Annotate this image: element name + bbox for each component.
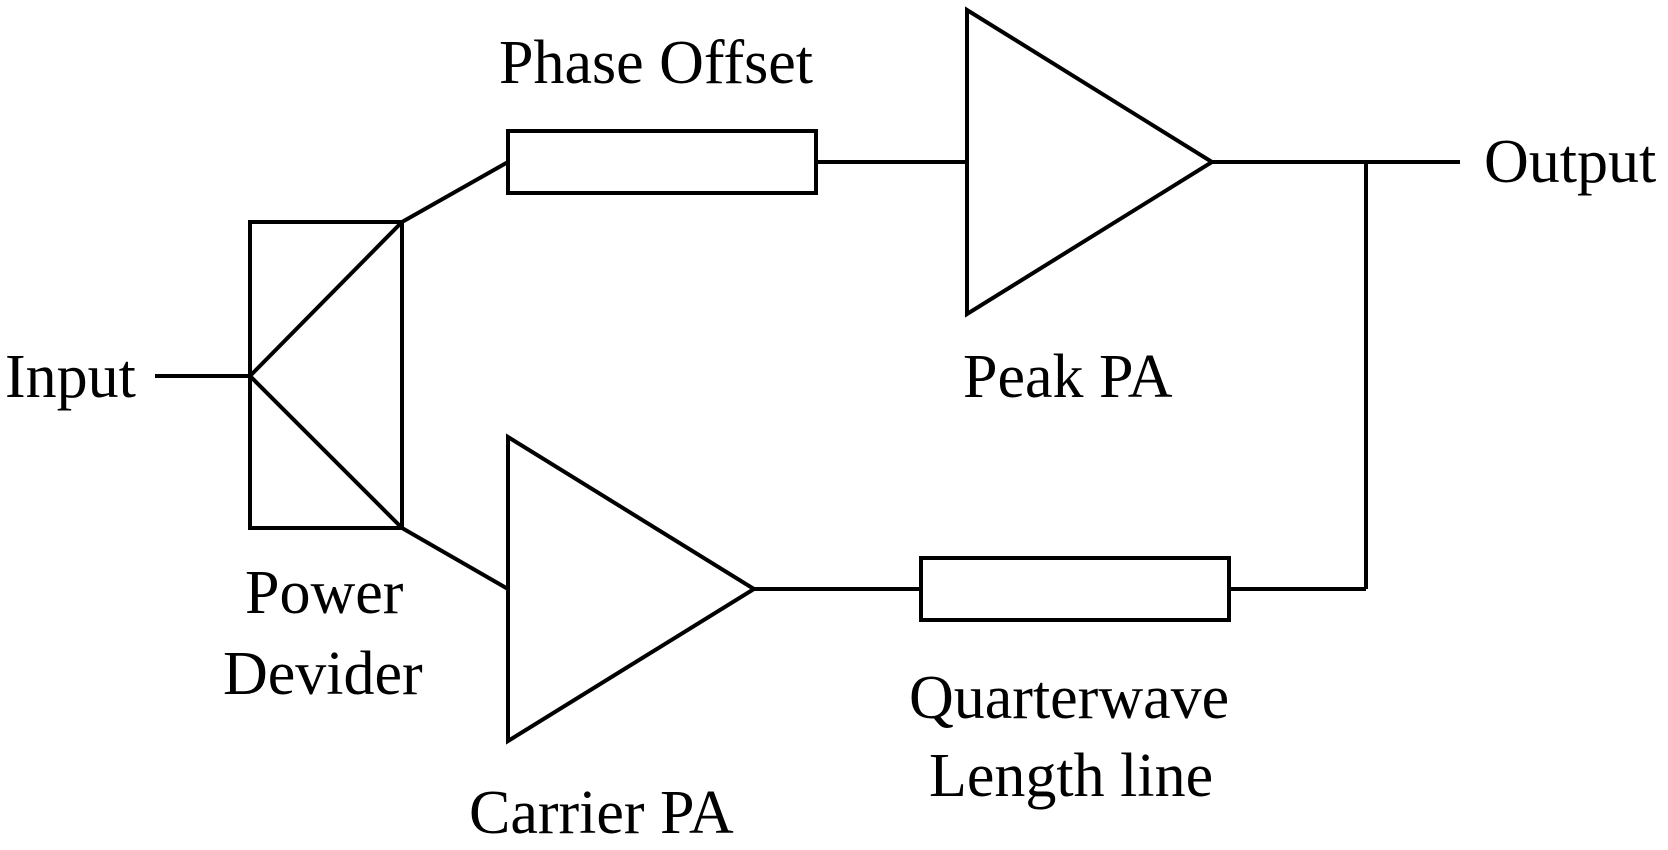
quarterwave-label-line2: Length line bbox=[929, 742, 1213, 810]
peak-pa-label: Peak PA bbox=[963, 343, 1173, 411]
upper-branch-wire bbox=[401, 160, 509, 224]
input-label: Input bbox=[5, 343, 136, 411]
output-label: Output bbox=[1484, 128, 1656, 196]
power-divider-upper-split bbox=[248, 220, 404, 378]
power-divider-label-line2: Devider bbox=[223, 640, 423, 708]
carrier-pa-amplifier bbox=[506, 433, 758, 745]
carrier-pa-label: Carrier PA bbox=[469, 779, 734, 847]
power-divider-box bbox=[248, 220, 404, 530]
quarterwave-length-line bbox=[919, 556, 1231, 622]
peak-pa-amplifier bbox=[965, 6, 1216, 318]
power-divider-lower-split bbox=[248, 374, 404, 530]
power-divider bbox=[248, 220, 404, 530]
phase-offset-line bbox=[506, 129, 818, 195]
power-divider-label-line1: Power bbox=[245, 559, 404, 627]
lower-branch-wire bbox=[401, 526, 509, 591]
quarterwave-label-line1: Quarterwave bbox=[909, 664, 1229, 732]
phase-offset-label: Phase Offset bbox=[499, 29, 813, 97]
